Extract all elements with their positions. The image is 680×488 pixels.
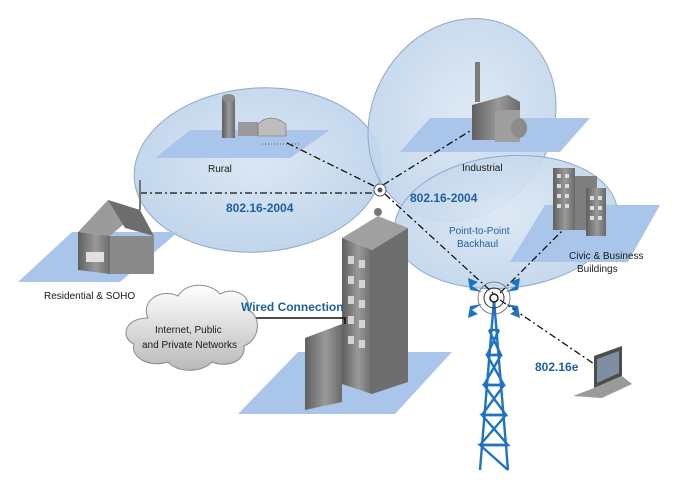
label-rural: Rural: [208, 164, 232, 175]
skyscraper-icon: [305, 208, 408, 410]
factory-icon: [472, 62, 527, 142]
label-civic-line2: Buildings: [577, 264, 618, 275]
ground-rural: [155, 130, 330, 158]
text-labels: Rural Industrial Residential & SOHO Civi…: [44, 163, 643, 374]
tower-signal-icon: [468, 278, 520, 318]
cloud-icon: [125, 284, 258, 371]
label-backhaul-line2: Backhaul: [457, 239, 498, 250]
label-residential: Residential & SOHO: [44, 291, 135, 302]
civic-buildings-icon: [553, 168, 606, 236]
label-cloud-line2: and Private Networks: [142, 340, 237, 351]
link-rural: [286, 142, 379, 189]
label-civic-line1: Civic & Business: [569, 251, 643, 262]
farm-icon: [222, 94, 300, 145]
laptop-icon: [573, 346, 632, 398]
label-cloud-line1: Internet, Public: [155, 325, 222, 336]
ground-planes: [18, 118, 660, 414]
house-icon: [78, 180, 154, 274]
label-link-right: 802.16-2004: [410, 191, 478, 205]
label-wired: Wired Connection: [241, 300, 344, 314]
wired-link: [245, 317, 346, 324]
label-backhaul-line1: Point-to-Point: [449, 226, 510, 237]
link-industrial: [382, 125, 479, 186]
label-link-left: 802.16-2004: [226, 201, 294, 215]
label-mobile: 802.16e: [535, 360, 579, 374]
tower-icon: [476, 299, 511, 471]
label-industrial: Industrial: [462, 163, 503, 174]
relay-node-icon: [373, 183, 387, 197]
ground-civic: [510, 205, 660, 262]
link-backhaul: [384, 193, 494, 294]
